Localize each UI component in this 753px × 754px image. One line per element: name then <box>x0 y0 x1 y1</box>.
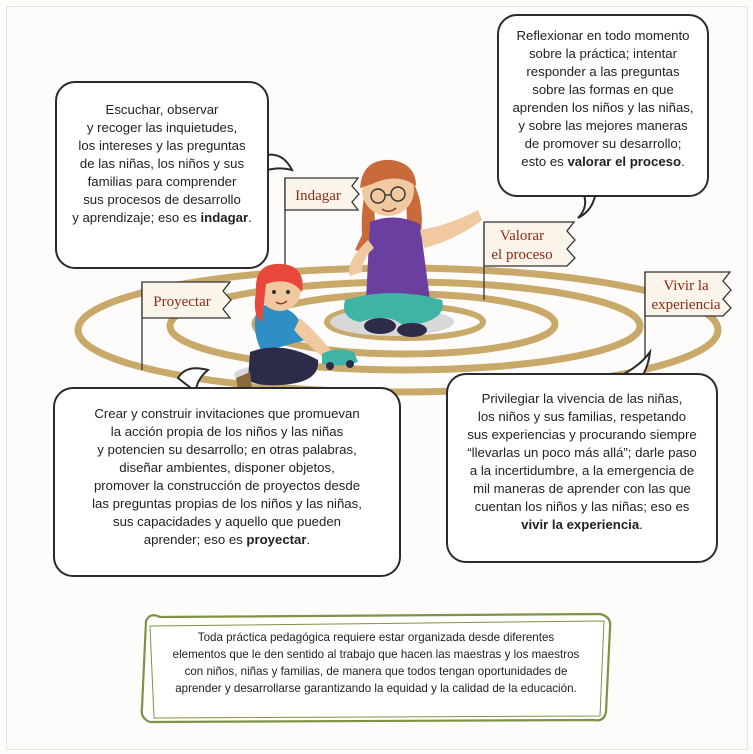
page-frame <box>6 6 748 750</box>
child-pants <box>248 347 319 386</box>
bubble-proyectar-last-text: aprender; eso es <box>143 532 247 547</box>
note-line: aprender y desarrollarse garantizando la… <box>175 682 577 695</box>
note-box-border <box>140 612 612 724</box>
bubble-proyectar-line: promover la construcción de proyectos de… <box>93 478 361 493</box>
flag-indagar: Indagar <box>284 177 360 211</box>
adult-arm <box>420 210 482 248</box>
bubble-proyectar-line: las preguntas propias de los niños y las… <box>92 496 362 511</box>
adult-pants <box>344 293 443 326</box>
flag-label-vivir-1: Vivir la <box>663 278 709 294</box>
bubble-valorar-line: sobre las formas en que <box>532 82 674 97</box>
bubble-proyectar-line: sus capacidades y aquello que pueden <box>112 514 342 529</box>
flag-label-indagar: Indagar <box>295 188 341 204</box>
flag-label-vivir-2: experiencia <box>651 297 720 313</box>
flag-proyectar: Proyectar <box>141 281 232 319</box>
bubble-indagar-line: y recoger las inquietudes, <box>86 120 238 135</box>
bubble-proyectar-line: Crear y construir invitaciones que promu… <box>94 406 360 421</box>
bubble-indagar: Escuchar, observar y recoger las inquiet… <box>55 81 269 269</box>
bubble-valorar-period: . <box>681 154 685 169</box>
bubble-proyectar-period: . <box>306 532 311 547</box>
flag-vivir: Vivir la experiencia <box>644 271 732 317</box>
flag-label-proyectar: Proyectar <box>153 294 210 310</box>
bubble-indagar-period: . <box>248 210 252 225</box>
bubble-indagar-line: sus procesos de desarrollo <box>83 192 241 207</box>
flag-label-valorar-1: Valorar <box>500 228 544 244</box>
bubble-valorar-line: Reflexionar en todo momento <box>516 28 690 43</box>
note-line: con niños, niñas y familias, de manera q… <box>184 665 568 678</box>
bubble-proyectar: Crear y construir invitaciones que promu… <box>53 387 401 577</box>
bubble-vivir-keyword: vivir la experiencia <box>521 517 640 532</box>
bubble-indagar-line: familias para comprender <box>87 174 237 189</box>
bubble-vivir-line: mil maneras de aprender con las que <box>473 481 691 496</box>
bubble-vivir: Privilegiar la vivencia de las niñas, lo… <box>446 373 718 563</box>
bubble-indagar-last-text: y aprendizaje; eso es <box>72 210 201 225</box>
bubble-valorar-last-text: esto es <box>521 154 568 169</box>
bubble-indagar-line: de las niñas, los niños y sus <box>79 156 245 171</box>
bubble-vivir-line: sus experiencias y procurando siempre <box>467 427 697 442</box>
flag-label-valorar-2: el proceso <box>491 247 552 263</box>
bubble-valorar-line: sobre la práctica; intentar <box>528 46 678 61</box>
bubble-vivir-period: . <box>639 517 643 532</box>
bubble-indagar-keyword: indagar <box>200 210 249 225</box>
bubble-proyectar-line: la acción propia de los niños y las niña… <box>110 424 344 439</box>
flag-valorar: Valorar el proceso <box>483 221 576 267</box>
bubble-valorar-line: aprenden los niños y las niñas, <box>512 100 694 115</box>
bubble-vivir-line: a la incertidumbre, a la emergencia de <box>469 463 695 478</box>
bubble-indagar-line: Escuchar, observar <box>105 102 219 117</box>
note-box: Toda práctica pedagógica requiere estar … <box>142 617 610 721</box>
bubble-indagar-line: los intereses y las preguntas <box>78 138 246 153</box>
bubble-vivir-line: los niños y sus familias, respetando <box>477 409 687 424</box>
child-hair <box>254 263 303 322</box>
bubble-valorar-keyword: valorar el proceso <box>567 154 682 169</box>
bubble-vivir-line: “llevarlas un poco más allá”; darle paso <box>467 445 697 460</box>
bubble-valorar-line: y sobre las mejores maneras <box>518 118 688 133</box>
bubble-proyectar-line: diseñar ambientes, disponer objetos, <box>119 460 335 475</box>
note-line: Toda práctica pedagógica requiere estar … <box>197 631 555 644</box>
child-shirt <box>254 305 306 352</box>
bubble-valorar: Reflexionar en todo momento sobre la prá… <box>497 14 709 197</box>
bubble-valorar-line: de promover su desarrollo; <box>524 136 682 151</box>
adult-figure <box>344 159 482 337</box>
note-line: elementos que le den sentido al trabajo … <box>172 648 580 661</box>
adult-shirt <box>366 217 430 305</box>
bubble-vivir-line: cuentan los niños y las niñas; eso es <box>474 499 690 514</box>
bubble-vivir-line: Privilegiar la vivencia de las niñas, <box>481 391 683 406</box>
bubble-proyectar-keyword: proyectar <box>246 532 307 547</box>
child-figure <box>234 263 358 390</box>
bubble-proyectar-line: y potencien su desarrollo; en otras pala… <box>97 442 357 457</box>
bubble-valorar-line: responder a las preguntas <box>526 64 680 79</box>
